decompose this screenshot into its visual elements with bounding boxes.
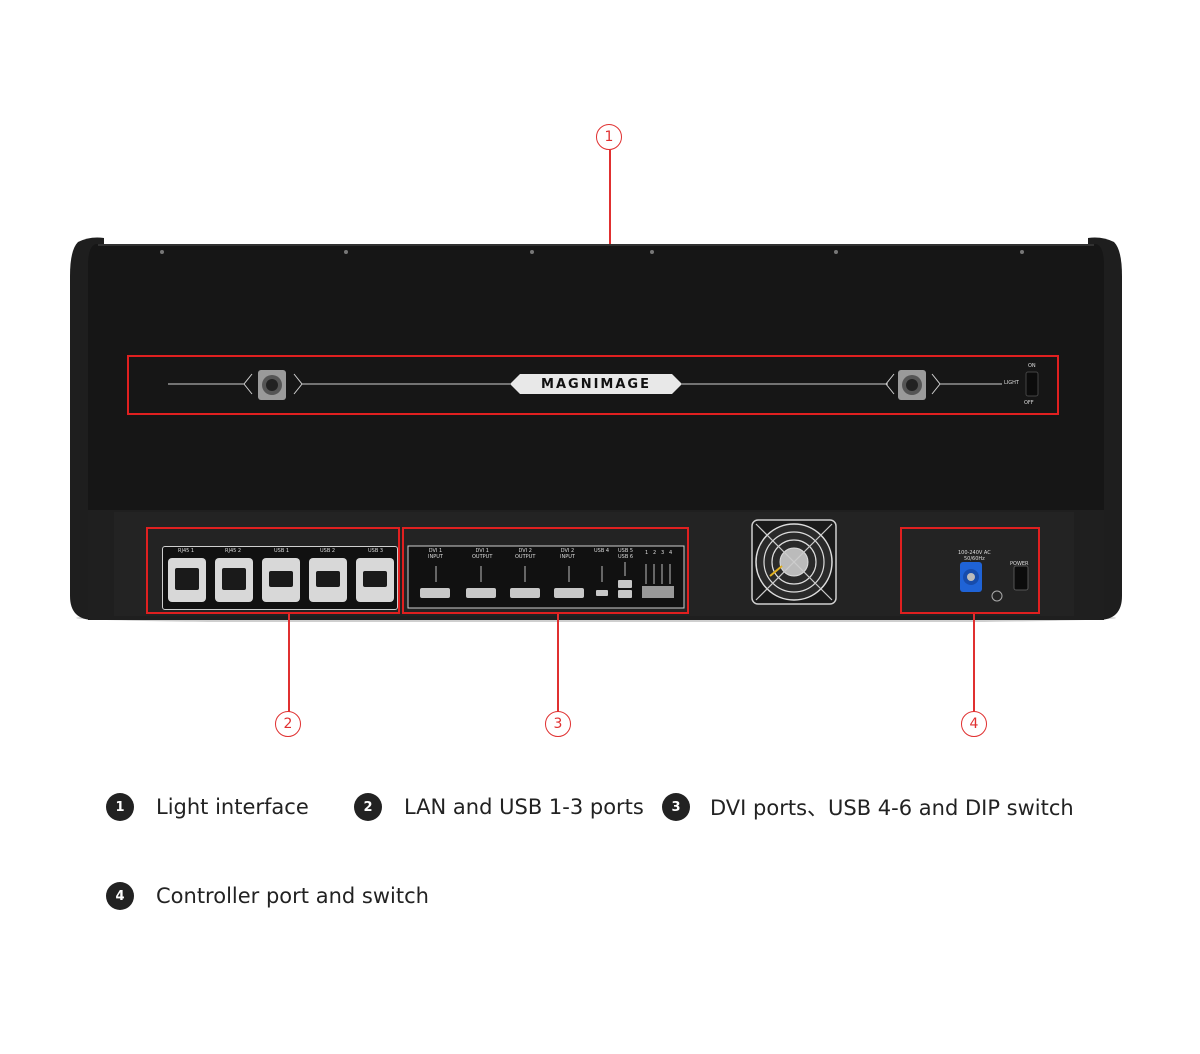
brand-logo: MAGNIMAGE <box>541 376 651 392</box>
device-rear-panel: MAGNIMAGE ON LIGHT OFF RJ45 1 RJ45 2 USB… <box>70 236 1122 622</box>
callout-2-leader <box>288 614 290 712</box>
dip-label-3: 3 <box>661 550 665 556</box>
light-switch-on-label: ON <box>1028 363 1036 369</box>
legend-item-2: 2 LAN and USB 1-3 ports <box>354 793 644 821</box>
highlight-box-3 <box>402 527 689 614</box>
rj45-2-label: RJ45 2 <box>225 548 242 554</box>
callout-3-leader <box>557 614 559 712</box>
callout-2-marker: 2 <box>275 711 301 737</box>
legend-text-3: DVI ports、USB 4-6 and DIP switch <box>710 796 1074 820</box>
dip-label-2: 2 <box>653 550 657 556</box>
dip-label-1: 1 <box>645 550 649 556</box>
device-body <box>70 237 1122 622</box>
legend-text-4: Controller port and switch <box>156 884 429 908</box>
rj45-port-2[interactable] <box>215 558 253 602</box>
usb-4-label: USB 4 <box>594 548 610 554</box>
callout-4-marker: 4 <box>961 711 987 737</box>
power-switch-label: POWER <box>1010 561 1029 567</box>
legend-item-3: 3 DVI ports、USB 4-6 and DIP switch <box>662 792 1074 822</box>
usb-3-label: USB 3 <box>368 548 384 554</box>
light-switch-off-label: OFF <box>1024 400 1034 406</box>
callout-1-marker: 1 <box>596 124 622 150</box>
legend-badge-3: 3 <box>662 793 690 821</box>
rj45-port-1[interactable] <box>168 558 206 602</box>
usb-port-1[interactable] <box>262 558 300 602</box>
legend-item-1: 1 Light interface <box>106 793 309 821</box>
legend-text-2: LAN and USB 1-3 ports <box>404 795 644 819</box>
usb-port-3[interactable] <box>356 558 394 602</box>
rj45-1-label: RJ45 1 <box>178 548 195 554</box>
cooling-fan <box>752 520 836 604</box>
callout-3-marker: 3 <box>545 711 571 737</box>
legend-item-4: 4 Controller port and switch <box>106 882 429 910</box>
legend-badge-1: 1 <box>106 793 134 821</box>
legend-badge-4: 4 <box>106 882 134 910</box>
usb-2-label: USB 2 <box>320 548 336 554</box>
usb-1-label: USB 1 <box>274 548 290 554</box>
light-switch-label: LIGHT <box>1004 380 1019 386</box>
legend-badge-2: 2 <box>354 793 382 821</box>
highlight-box-4 <box>900 527 1040 614</box>
dip-label-4: 4 <box>669 550 673 556</box>
usb-port-2[interactable] <box>309 558 347 602</box>
highlight-box-2 <box>146 527 400 614</box>
callout-4-leader <box>973 614 975 712</box>
legend-text-1: Light interface <box>156 795 309 819</box>
highlight-box-1 <box>127 355 1059 415</box>
